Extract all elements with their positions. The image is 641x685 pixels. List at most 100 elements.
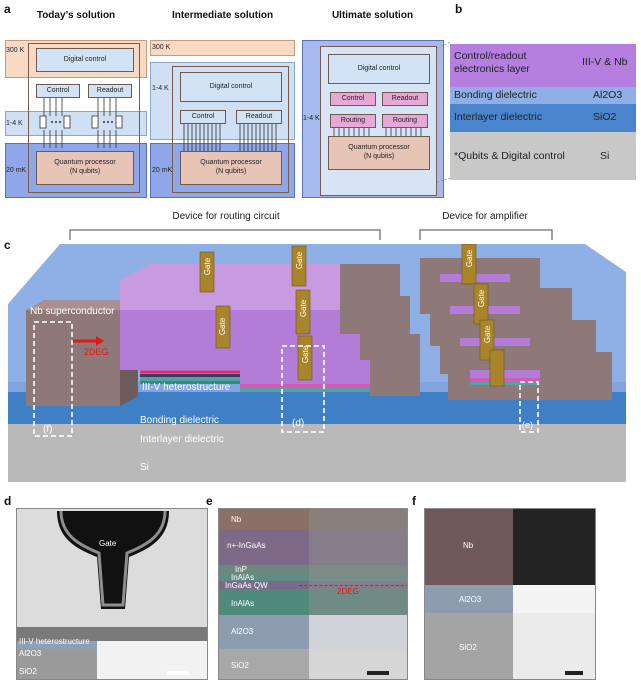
f-label-sio2: SiO2 xyxy=(459,643,477,652)
panel-c-letter: c xyxy=(4,238,11,252)
layer-si xyxy=(450,132,636,180)
e-right-overlay-bottom xyxy=(309,615,407,679)
f-layer-al2o3-left xyxy=(425,585,513,613)
todays-readout-label: Readout xyxy=(96,87,124,94)
f-layer-al2o3-right xyxy=(513,585,595,613)
ult-processor xyxy=(328,136,430,170)
micrograph-f: Nb Al2O3 SiO2 xyxy=(424,508,596,680)
gate-label-4: Gate xyxy=(299,299,309,318)
int-processor-label: Quantum processor(N qubits) xyxy=(200,159,262,175)
f-layer-nb-left xyxy=(425,509,513,585)
layer-interlayer-material: SiO2 xyxy=(593,111,617,123)
gate-label-1: Gate xyxy=(203,257,213,276)
heterostructure-label: III-V heterostructure xyxy=(142,382,231,393)
bonding-label: Bonding dielectric xyxy=(140,415,219,426)
panel-d-letter: d xyxy=(4,494,12,508)
temp-20mk: 20 mK xyxy=(6,167,27,174)
d-gate-label: Gate xyxy=(99,539,117,548)
e-label-inalas-2: InAlAs xyxy=(231,599,255,608)
panel-f-letter: f xyxy=(412,494,416,508)
gate-cross-section xyxy=(17,509,207,679)
int-control-label: Control xyxy=(191,113,215,120)
ult-routing-2 xyxy=(382,114,428,128)
todays-frame xyxy=(28,43,140,193)
f-layer-sio2-left xyxy=(425,613,513,679)
layer-bonding-name: Bonding dielectric xyxy=(454,89,537,101)
device-routing-label: Device for routing circuit xyxy=(172,211,280,222)
int-readout xyxy=(236,110,282,124)
layer-electronics-material: III-V & Nb xyxy=(582,56,628,68)
d-scale-bar xyxy=(167,671,189,675)
ult-routing-2-label: Routing xyxy=(392,117,418,124)
marker-d: (d) xyxy=(292,418,305,429)
ult-processor-label: Quantum processor(N qubits) xyxy=(348,144,410,160)
gate-label-5: Gate xyxy=(301,345,311,364)
device-3d-view xyxy=(8,244,626,482)
todays-processor xyxy=(36,151,134,185)
marker-e: (e) xyxy=(522,420,533,430)
ult-digital-control xyxy=(328,54,430,84)
int-digital-control xyxy=(180,72,282,102)
d-sio2-label: SiO2 xyxy=(19,667,37,676)
nb-superconductor-label: Nb superconductor xyxy=(30,306,115,317)
e-label-sio2: SiO2 xyxy=(231,661,249,670)
d-hetero-label: III-V heterostructure xyxy=(19,637,90,646)
si-label: Si xyxy=(140,462,149,473)
marker-f: (f) xyxy=(43,424,53,435)
ult-routing-1 xyxy=(330,114,376,128)
layer-electronics-name: Control/readout electronics layer xyxy=(454,50,530,75)
temp-300k: 300 K xyxy=(6,47,25,54)
todays-digital-control xyxy=(36,48,134,72)
layer-interlayer xyxy=(450,104,636,132)
int-frame xyxy=(172,66,289,193)
intermediate-title: Intermediate solution xyxy=(171,10,274,21)
ultimate-title: Ultimate solution xyxy=(331,10,414,21)
ult-control xyxy=(330,92,376,106)
e-label-nb: Nb xyxy=(231,515,242,524)
todays-control-label: Control xyxy=(46,87,70,94)
ult-readout xyxy=(382,92,428,106)
d-al2o3-label: Al2O3 xyxy=(19,649,42,658)
micrograph-d: Gate III-V heterostructure Al2O3 SiO2 xyxy=(16,508,208,680)
gate-label-6: Gate xyxy=(465,249,475,268)
e-label-al2o3: Al2O3 xyxy=(231,627,254,636)
int-readout-label: Readout xyxy=(245,113,273,120)
panel-b-letter: b xyxy=(455,2,463,16)
f-layer-nb-right xyxy=(513,509,595,585)
panel-b-connectors xyxy=(437,41,452,183)
gate-label-3: Gate xyxy=(295,251,305,270)
ult-digital-label: Digital control xyxy=(357,65,401,72)
f-scale-bar xyxy=(565,671,583,675)
e-label-2deg: 2DEG xyxy=(337,587,359,596)
todays-processor-label: Quantum processor(N qubits) xyxy=(54,159,116,175)
int-band-300k xyxy=(150,40,295,56)
interlayer-label: Interlayer dielectric xyxy=(140,434,224,445)
todays-digital-label: Digital control xyxy=(63,56,107,63)
ult-readout-label: Readout xyxy=(391,95,419,102)
micrograph-e: Nb n+-InGaAs InP InAlAs InGaAs QW InAlAs… xyxy=(218,508,408,680)
e-label-inalas: InAlAs xyxy=(231,573,255,582)
e-label-qw: InGaAs QW xyxy=(225,581,268,590)
f-label-al2o3: Al2O3 xyxy=(459,595,482,604)
e-right-overlay xyxy=(309,509,407,615)
layer-bonding-material: Al2O3 xyxy=(593,89,623,101)
device-amplifier-label: Device for amplifier xyxy=(442,211,528,222)
e-scale-bar xyxy=(367,671,389,675)
layer-electronics xyxy=(450,44,636,87)
e-label-ingaas: n+-InGaAs xyxy=(227,541,266,550)
e-label-inp: InP xyxy=(235,565,248,574)
layer-si-material: Si xyxy=(600,150,610,162)
gate-label-2: Gate xyxy=(218,317,228,336)
panel-a-letter: a xyxy=(4,2,11,16)
int-digital-label: Digital control xyxy=(209,83,253,90)
f-layer-sio2-right xyxy=(513,613,595,679)
gate-label-8: Gate xyxy=(483,325,493,344)
int-control xyxy=(180,110,226,124)
temp-1-4k: 1-4 K xyxy=(6,120,23,127)
layer-si-name: *Qubits & Digital control xyxy=(454,150,565,162)
todays-wiring xyxy=(39,98,123,148)
int-temp-300k: 300 K xyxy=(152,44,171,51)
ult-routing-1-label: Routing xyxy=(340,117,366,124)
todays-readout xyxy=(88,84,132,98)
gate-label-7: Gate xyxy=(477,289,487,308)
